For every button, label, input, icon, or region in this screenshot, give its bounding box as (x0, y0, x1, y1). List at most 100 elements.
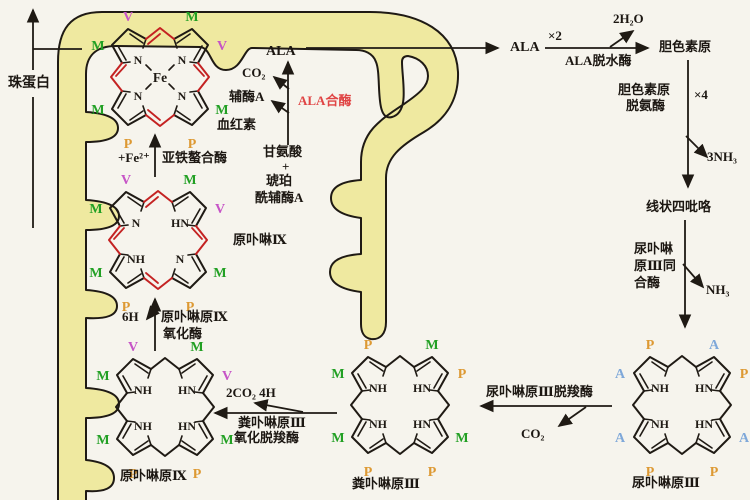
porphobilinogen-label: 胆色素原 (659, 39, 712, 54)
svg-text:NH: NH (369, 381, 388, 395)
svg-text:HN: HN (178, 383, 196, 397)
svg-text:P: P (124, 137, 133, 152)
svg-text:M: M (91, 39, 104, 54)
succinyl-label-1: 琥珀 (266, 173, 293, 188)
svg-text:P: P (646, 465, 655, 480)
svg-text:N: N (134, 89, 143, 103)
svg-text:M: M (213, 266, 226, 281)
uroporphyrinogen-iii-label: 尿卟啉原Ⅲ (632, 475, 700, 490)
svg-text:M: M (331, 431, 344, 446)
urogen-cosynthase-line2: 原Ⅲ同 (634, 258, 676, 273)
svg-text:HN: HN (695, 381, 713, 395)
heme-label: 血红素 (217, 117, 257, 132)
nh3x3-branch-arrow (685, 135, 709, 159)
ala-synthase-enzyme-label: ALA合酶 (298, 93, 352, 108)
svg-text:A: A (615, 367, 626, 382)
succinyl-label-2: 酰辅酶A (255, 190, 304, 205)
svg-text:P: P (364, 465, 373, 480)
coa-branch-arrow (270, 99, 290, 114)
svg-text:N: N (134, 53, 143, 67)
nh3-byproduct-label: NH₃ (706, 282, 730, 297)
svg-text:V: V (217, 39, 227, 54)
co2-syn-branch-arrow (272, 75, 290, 90)
svg-text:N: N (178, 53, 187, 67)
svg-text:M: M (89, 202, 102, 217)
protoporphyrin-ix-label: 原卟啉Ⅸ (233, 232, 287, 247)
6h-branch-arrow (145, 305, 160, 321)
coa-byproduct-label: 辅酶A (229, 89, 265, 104)
protogen-oxidase-line2: 氧化酶 (163, 326, 203, 341)
svg-text:A: A (615, 431, 626, 446)
svg-text:V: V (128, 340, 138, 355)
svg-text:P: P (364, 338, 373, 353)
x2-multiplier: ×2 (548, 28, 562, 43)
ala-inside-label: ALA (266, 44, 296, 59)
svg-text:A: A (739, 431, 750, 446)
svg-text:N: N (176, 252, 185, 266)
svg-text:NH: NH (651, 417, 670, 431)
ala-outside-label: ALA (510, 40, 540, 55)
svg-text:HN: HN (178, 419, 196, 433)
svg-text:M: M (91, 103, 104, 118)
svg-text:V: V (123, 10, 133, 25)
svg-text:P: P (193, 467, 202, 482)
svg-text:V: V (222, 369, 232, 384)
h2o-branch-arrow (609, 29, 635, 48)
svg-text:M: M (96, 433, 109, 448)
svg-text:V: V (215, 202, 225, 217)
svg-text:NH: NH (134, 383, 153, 397)
svg-text:M: M (215, 103, 228, 118)
6h-byproduct-label: 6H (122, 309, 139, 324)
svg-text:HN: HN (695, 417, 713, 431)
x4-multiplier: ×4 (694, 87, 708, 102)
svg-text:M: M (425, 338, 438, 353)
svg-text:P: P (428, 465, 437, 480)
svg-text:P: P (122, 300, 131, 315)
coprogen-oxidase-line2: 氧化脱羧酶 (234, 430, 300, 445)
co2-byproduct-label: CO₂ (242, 65, 266, 80)
svg-text:P: P (186, 300, 195, 315)
svg-text:HN: HN (171, 216, 189, 230)
svg-text:A: A (709, 338, 720, 353)
svg-text:M: M (89, 266, 102, 281)
coprogen-oxidase-line1: 粪卟啉原Ⅲ (238, 415, 306, 430)
svg-text:P: P (646, 338, 655, 353)
svg-text:Fe: Fe (153, 70, 167, 85)
urogen-decarboxylase-enzyme-label: 尿卟啉原Ⅲ脱羧酶 (486, 384, 593, 399)
urogen-cosynthase-line3: 合酶 (634, 275, 661, 290)
ferrochelatase-enzyme-label: 亚铁螯合酶 (162, 150, 228, 165)
svg-text:NH: NH (651, 381, 670, 395)
glycine-label: 甘氨酸 (263, 144, 303, 159)
mitochondrion-membrane (57, 11, 460, 500)
svg-text:M: M (331, 367, 344, 382)
svg-text:NH: NH (127, 252, 146, 266)
ala-dehydratase-enzyme-label: ALA脱水酶 (565, 53, 632, 68)
svg-text:M: M (183, 173, 196, 188)
co2-branch-arrow (557, 406, 587, 428)
svg-text:P: P (458, 367, 467, 382)
svg-text:M: M (96, 369, 109, 384)
svg-text:P: P (129, 467, 138, 482)
svg-text:M: M (220, 433, 233, 448)
protogen-oxidase-line1: 原卟啉原Ⅸ (161, 309, 228, 324)
co2-byproduct-label-2: CO₂ (521, 426, 545, 441)
co2x2-byproducts-label: 2CO₂ 4H (226, 385, 276, 400)
svg-text:V: V (121, 173, 131, 188)
svg-text:HN: HN (413, 417, 431, 431)
svg-text:M: M (455, 431, 468, 446)
nh3-branch-arrow (682, 263, 705, 289)
h2o-byproduct-label: 2H₂O (613, 11, 644, 26)
pbg-deaminase-enzyme-line2: 脱氨酶 (626, 98, 666, 113)
svg-text:P: P (710, 465, 719, 480)
svg-text:N: N (178, 89, 187, 103)
svg-text:M: M (185, 10, 198, 25)
svg-text:N: N (132, 216, 141, 230)
svg-text:NH: NH (369, 417, 388, 431)
